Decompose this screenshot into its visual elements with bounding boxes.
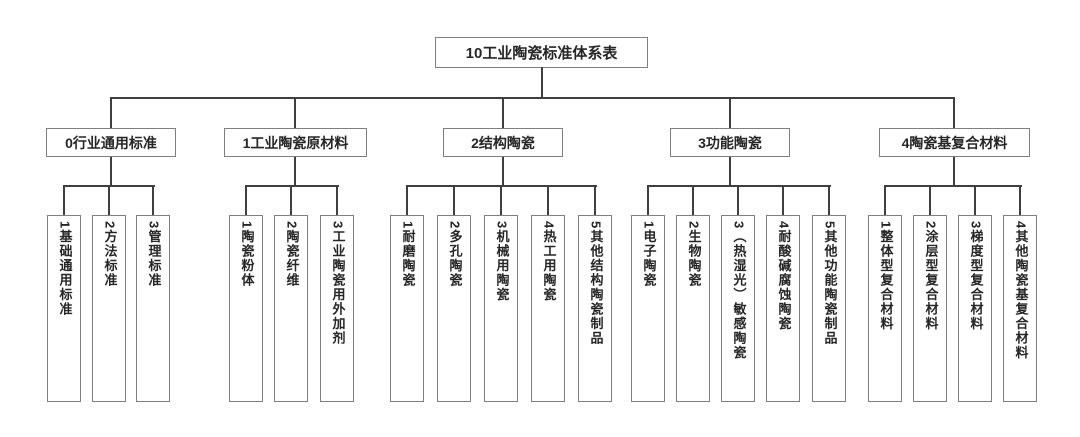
connector-branch-drop-0 [110,97,112,128]
branch-node-0-label: 0行业通用标准 [65,134,157,151]
leaf-node-2-0-label: 1耐磨陶瓷 [400,221,416,288]
leaf-node-3-2-label: 3（热湿光）敏感陶瓷 [731,221,747,361]
leaf-node-3-3-label: 4耐酸碱腐蚀陶瓷 [776,221,792,332]
leaf-node-3-0: 1电子陶瓷 [631,215,665,402]
leaf-node-4-1-label: 2涂层型复合材料 [923,221,939,332]
leaf-node-4-2-label: 3梯度型复合材料 [968,221,984,332]
leaf-node-4-3: 4其他陶瓷基复合材料 [1003,215,1037,402]
leaf-node-2-2-label: 3机械用陶瓷 [494,221,510,303]
connector-main-rail [110,97,955,99]
leaf-node-0-1: 2方法标准 [92,215,126,402]
leaf-node-4-1: 2涂层型复合材料 [913,215,947,402]
connector-child-drop-0-1 [108,185,110,215]
leaf-node-0-2-label: 3管理标准 [146,221,162,288]
connector-child-rail-4 [884,185,1022,187]
leaf-node-1-2: 3工业陶瓷用外加剂 [320,215,354,402]
connector-parent-drop-4 [953,157,955,185]
leaf-node-4-0-label: 1整体型复合材料 [878,221,894,332]
branch-node-4-label: 4陶瓷基复合材料 [901,134,1008,151]
connector-child-rail-3 [647,185,831,187]
connector-child-drop-0-0 [63,185,65,215]
connector-child-drop-2-0 [406,185,408,215]
connector-branch-drop-2 [502,97,504,128]
connector-parent-drop-3 [729,157,731,185]
connector-child-drop-2-3 [547,185,549,215]
leaf-node-4-0: 1整体型复合材料 [868,215,902,402]
connector-child-drop-4-2 [974,185,976,215]
connector-child-drop-2-4 [594,185,596,215]
leaf-node-1-2-label: 3工业陶瓷用外加剂 [330,221,346,346]
leaf-node-4-2: 3梯度型复合材料 [958,215,992,402]
connector-child-drop-3-4 [828,185,830,215]
connector-child-drop-4-3 [1019,185,1021,215]
leaf-node-3-2: 3（热湿光）敏感陶瓷 [721,215,755,402]
connector-child-rail-1 [245,185,339,187]
root-node: 10工业陶瓷标准体系表 [435,37,648,68]
leaf-node-2-0: 1耐磨陶瓷 [390,215,424,402]
connector-child-drop-3-2 [737,185,739,215]
leaf-node-3-1-label: 2生物陶瓷 [686,221,702,288]
branch-node-1-label: 1工业陶瓷原材料 [242,134,349,151]
leaf-node-0-0: 1基础通用标准 [47,215,81,402]
connector-child-drop-3-3 [782,185,784,215]
connector-child-drop-3-1 [692,185,694,215]
leaf-node-1-0: 1陶瓷粉体 [229,215,263,402]
leaf-node-3-3: 4耐酸碱腐蚀陶瓷 [766,215,800,402]
branch-node-2: 2结构陶瓷 [443,128,563,157]
leaf-node-0-2: 3管理标准 [136,215,170,402]
leaf-node-3-4: 5其他功能陶瓷制品 [812,215,846,402]
root-node-label: 10工业陶瓷标准体系表 [465,45,618,62]
leaf-node-3-4-label: 5其他功能陶瓷制品 [822,221,838,346]
leaf-node-3-1: 2生物陶瓷 [676,215,710,402]
connector-child-drop-4-0 [884,185,886,215]
connector-branch-drop-3 [729,97,731,128]
branch-node-1: 1工业陶瓷原材料 [224,128,367,157]
branch-node-3-label: 3功能陶瓷 [698,134,762,151]
leaf-node-1-0-label: 1陶瓷粉体 [239,221,255,288]
leaf-node-2-3-label: 4热工用陶瓷 [541,221,557,303]
leaf-node-1-1: 2陶瓷纤维 [274,215,308,402]
connector-child-drop-2-2 [500,185,502,215]
leaf-node-2-3: 4热工用陶瓷 [531,215,565,402]
connector-child-drop-1-2 [336,185,338,215]
branch-node-2-label: 2结构陶瓷 [471,134,535,151]
branch-node-4: 4陶瓷基复合材料 [879,128,1030,157]
leaf-node-0-0-label: 1基础通用标准 [57,221,73,317]
connector-branch-drop-1 [294,97,296,128]
leaf-node-3-0-label: 1电子陶瓷 [641,221,657,288]
connector-parent-drop-0 [110,157,112,185]
connector-child-drop-0-2 [152,185,154,215]
branch-node-0: 0行业通用标准 [46,128,176,157]
connector-parent-drop-1 [294,157,296,185]
leaf-node-2-4: 5其他结构陶瓷制品 [578,215,612,402]
leaf-node-2-1-label: 2多孔陶瓷 [447,221,463,288]
leaf-node-1-1-label: 2陶瓷纤维 [284,221,300,288]
connector-branch-drop-4 [953,97,955,128]
leaf-node-0-1-label: 2方法标准 [102,221,118,288]
connector-child-drop-1-0 [245,185,247,215]
leaf-node-4-3-label: 4其他陶瓷基复合材料 [1013,221,1029,361]
connector-child-drop-3-0 [647,185,649,215]
connector-child-drop-1-1 [290,185,292,215]
connector-root-drop [541,67,543,98]
leaf-node-2-4-label: 5其他结构陶瓷制品 [588,221,604,346]
connector-child-drop-2-1 [453,185,455,215]
leaf-node-2-2: 3机械用陶瓷 [484,215,518,402]
leaf-node-2-1: 2多孔陶瓷 [437,215,471,402]
branch-node-3: 3功能陶瓷 [670,128,790,157]
connector-child-drop-4-1 [929,185,931,215]
connector-parent-drop-2 [502,157,504,185]
